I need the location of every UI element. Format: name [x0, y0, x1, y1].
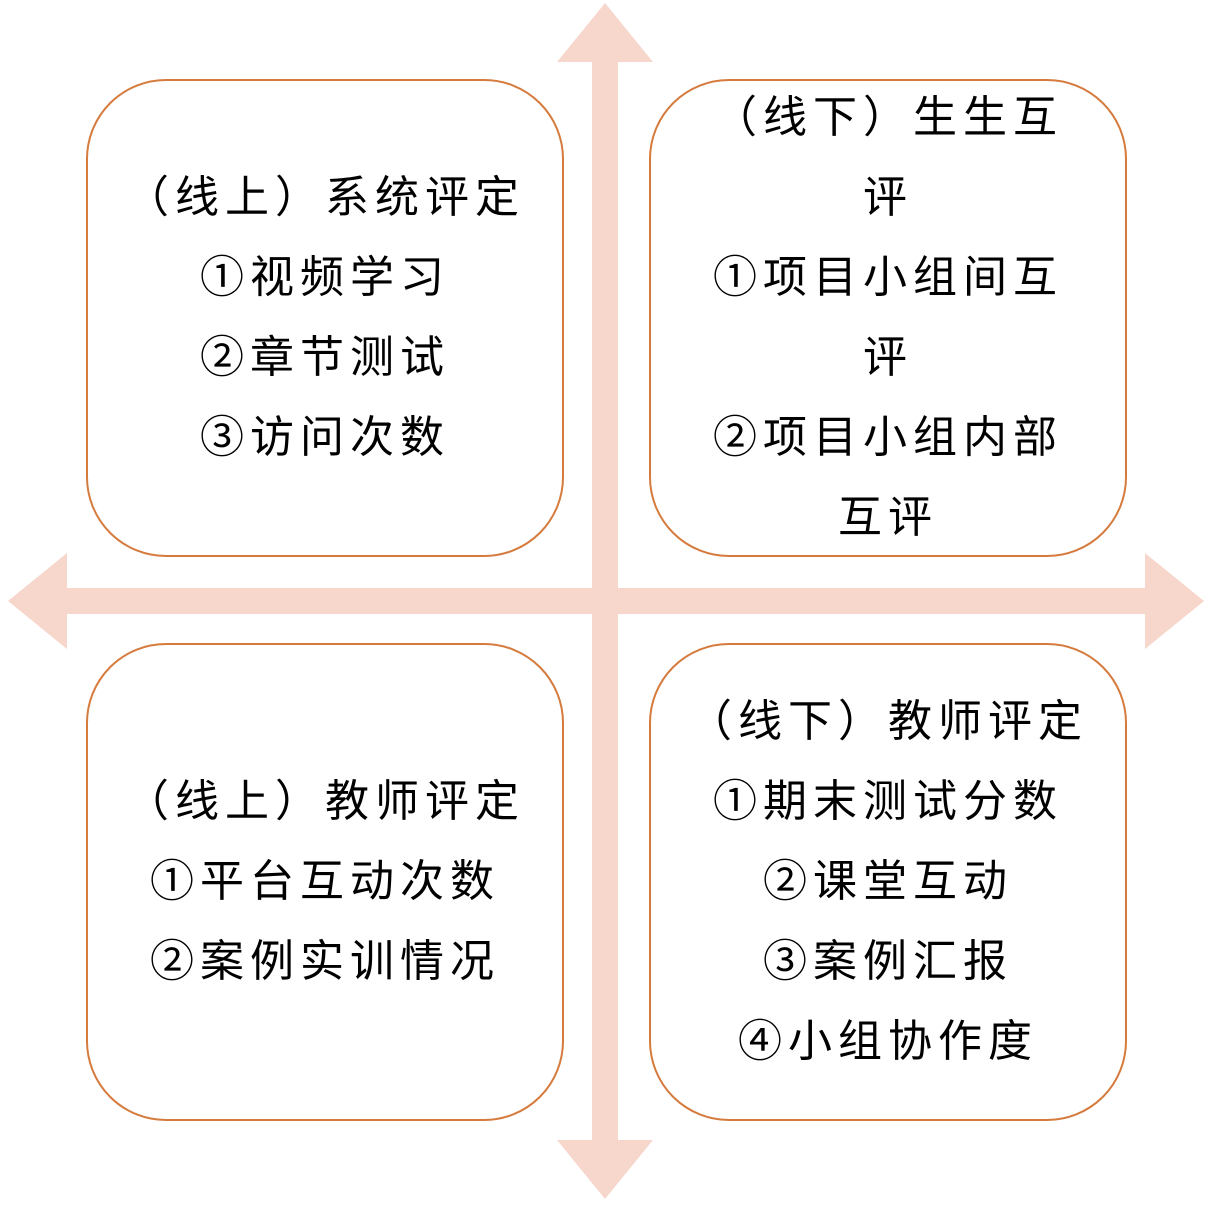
quadrant-online-teacher-assessment: （线上）教师评定 ①平台互动次数 ②案例实训情况: [86, 643, 564, 1121]
quadrant-item: ②案例实训情况: [150, 936, 500, 987]
quadrant-item: ②课堂互动: [763, 856, 1013, 907]
quadrant-item: ①项目小组间互评: [713, 252, 1063, 383]
quadrant-item: ③案例汇报: [763, 936, 1013, 987]
quadrant-item: ④小组协作度: [738, 1016, 1038, 1067]
quadrant-title: （线下）教师评定: [688, 696, 1088, 747]
quadrant-title: （线上）系统评定: [125, 172, 525, 223]
quadrant-title: （线下）生生互评: [713, 92, 1063, 223]
quadrant-title: （线上）教师评定: [125, 776, 525, 827]
quadrant-item: ②项目小组内部互评: [713, 412, 1063, 543]
quadrant-item: ①平台互动次数: [150, 856, 500, 907]
quadrant-offline-teacher-assessment: （线下）教师评定 ①期末测试分数 ②课堂互动 ③案例汇报 ④小组协作度: [649, 643, 1127, 1121]
quadrant-online-system-assessment: （线上）系统评定 ①视频学习 ②章节测试 ③访问次数: [86, 79, 564, 557]
quadrant-item: ①视频学习: [200, 252, 450, 303]
quadrant-item: ②章节测试: [200, 332, 450, 383]
quadrant-item: ③访问次数: [200, 412, 450, 463]
quadrant-offline-peer-review: （线下）生生互评 ①项目小组间互评 ②项目小组内部互评: [649, 79, 1127, 557]
quadrant-item: ①期末测试分数: [713, 776, 1063, 827]
horizontal-axis-arrow: [8, 553, 1204, 649]
